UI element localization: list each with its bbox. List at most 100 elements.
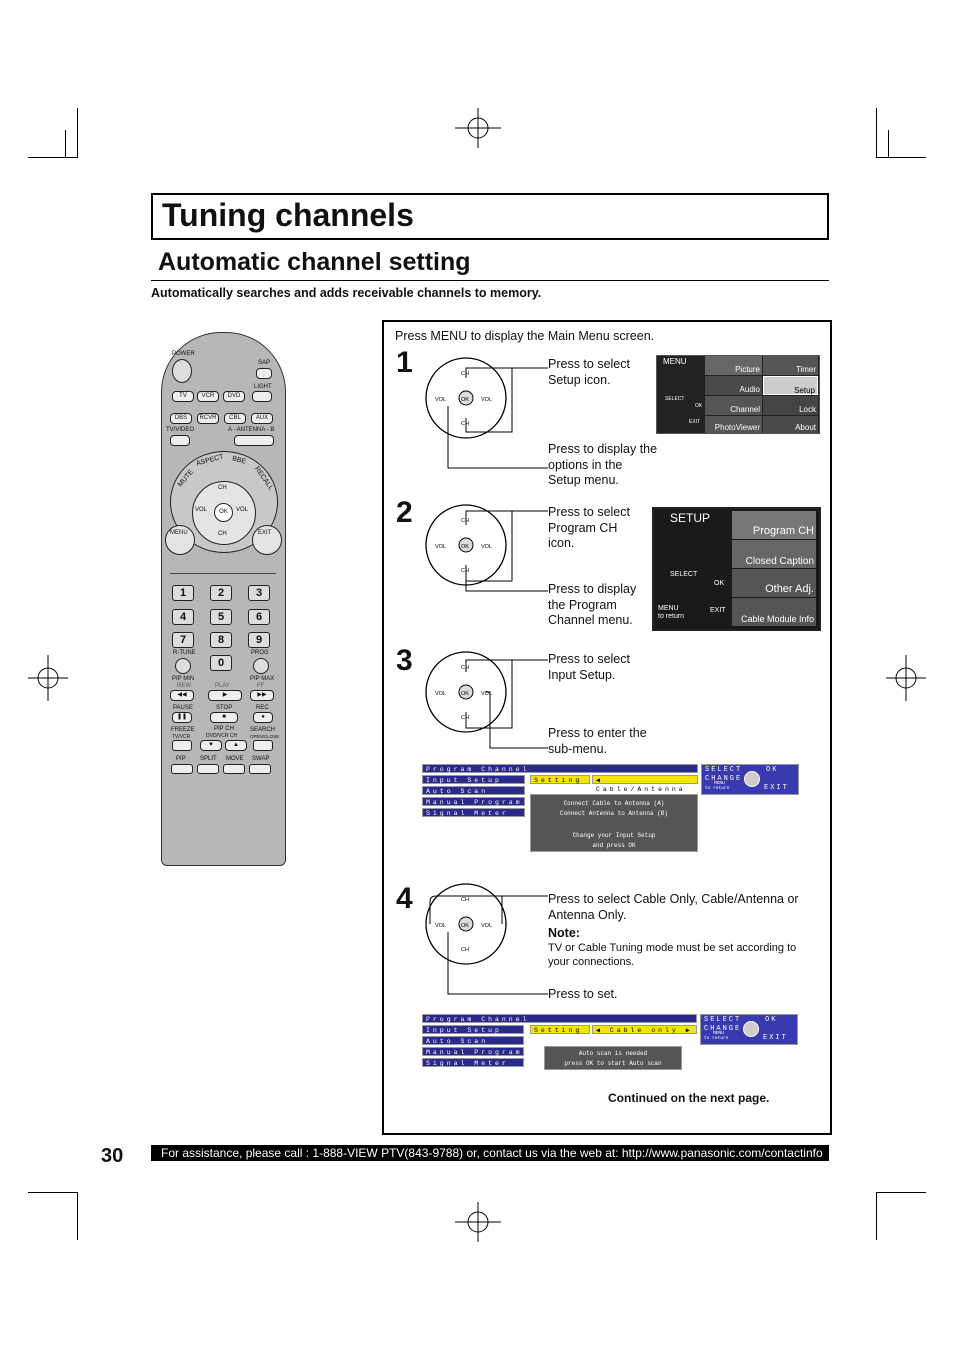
rcvr-button[interactable]: RCVR <box>197 413 219 424</box>
menu-button[interactable] <box>165 525 195 555</box>
digit-6-button[interactable]: 6 <box>248 609 270 625</box>
timer-tile[interactable]: Timer <box>763 356 818 375</box>
digit-4-button[interactable]: 4 <box>172 609 194 625</box>
dbs-button[interactable]: DBS <box>170 413 192 424</box>
channel-tile[interactable]: Channel <box>705 396 762 415</box>
tvvideo-button[interactable] <box>170 435 190 446</box>
vcr-button[interactable]: VCR <box>197 391 219 402</box>
osd-help-box: SELECT OK CHANGE MENU to return EXIT <box>701 764 799 795</box>
lock-tile[interactable]: Lock <box>763 396 818 415</box>
help-to-return: to return <box>704 1036 729 1041</box>
main-menu-screenshot: MENU SELECT OK EXIT Picture Timer Audio … <box>656 355 820 434</box>
step-number: 1 <box>396 346 413 379</box>
audio-label: Audio <box>739 385 760 394</box>
closed-caption-label: Closed Caption <box>745 556 814 567</box>
closed-caption-tile[interactable]: Closed Caption <box>732 540 816 568</box>
exit-button[interactable] <box>252 525 282 555</box>
cbl-button[interactable]: CBL <box>224 413 246 424</box>
move-button[interactable] <box>223 764 245 774</box>
osd-row-input-setup[interactable]: Input Setup <box>422 775 525 784</box>
light-label: LIGHT <box>254 384 272 390</box>
digit-5-button[interactable]: 5 <box>210 609 232 625</box>
direction-pad[interactable] <box>192 481 256 545</box>
osd-row-manual-program[interactable]: Manual Program <box>422 1047 524 1056</box>
osd-row-auto-scan[interactable]: Auto Scan <box>422 1036 524 1045</box>
svg-text:VOL: VOL <box>435 691 446 697</box>
play-icon[interactable]: ▶ <box>208 690 242 701</box>
vol-left-label: VOL <box>195 507 208 513</box>
setup-label: Setup <box>794 386 815 395</box>
footer-bar: For assistance, please call : 1-888-VIEW… <box>151 1145 829 1161</box>
pause-icon[interactable]: ❚❚ <box>172 712 192 723</box>
split-button[interactable] <box>197 764 219 774</box>
prog-button[interactable] <box>253 658 269 674</box>
osd-value-text: Cable/Antenna <box>596 786 686 793</box>
help-ok: OK <box>766 766 779 774</box>
osd-setting-value[interactable]: ◀ Cable only ▶ <box>592 1025 697 1034</box>
antenna-button[interactable] <box>234 435 274 446</box>
exit-label: EXIT <box>689 419 701 425</box>
ok-button[interactable]: OK <box>214 503 233 522</box>
digit-0-button[interactable]: 0 <box>210 655 232 671</box>
osd-row-manual-program[interactable]: Manual Program <box>422 797 525 806</box>
cable-module-info-tile[interactable]: Cable Module Info <box>732 598 816 626</box>
osd-row-program-channel[interactable]: Program Channel <box>422 764 698 773</box>
ch-down-label: CH <box>218 531 227 537</box>
digit-7-button[interactable]: 7 <box>172 632 194 648</box>
pip-button[interactable] <box>171 764 193 774</box>
channel-label: Channel <box>730 405 760 414</box>
dvdvcrch-label: DVD/VCR CH <box>206 733 238 739</box>
osd-row-auto-scan[interactable]: Auto Scan <box>422 786 525 795</box>
intro-text: Automatically searches and adds receivab… <box>151 286 542 300</box>
osd-row-program-channel[interactable]: Program Channel <box>422 1014 697 1023</box>
search-button[interactable] <box>253 740 273 751</box>
stop-icon[interactable]: ■ <box>210 712 238 723</box>
digit-2-button[interactable]: 2 <box>210 585 232 601</box>
digit-3-button[interactable]: 3 <box>248 585 270 601</box>
pause-label: PAUSE <box>173 705 193 711</box>
tv-button[interactable]: TV <box>172 391 194 402</box>
osd-setting-value[interactable]: ◀ Cable/Antenna ▶ <box>592 775 698 802</box>
step-number: 4 <box>396 882 413 915</box>
crop-mark <box>28 1192 78 1193</box>
osd-info-box: Auto scan is needed press OK to start Au… <box>544 1046 682 1070</box>
power-button[interactable] <box>172 359 192 383</box>
osd-row-signal-meter[interactable]: Signal Meter <box>422 1058 524 1067</box>
tvvideo-label: TV/VIDEO <box>166 427 195 433</box>
ok-label: OK <box>695 403 703 409</box>
rtune-button[interactable] <box>175 658 191 674</box>
aux-button[interactable]: AUX <box>251 413 273 424</box>
about-tile[interactable]: About <box>763 416 818 433</box>
program-ch-tile[interactable]: Program CH <box>732 511 816 539</box>
light-button[interactable] <box>252 391 272 402</box>
dvd-button[interactable]: DVD <box>223 391 245 402</box>
photoviewer-tile[interactable]: PhotoViewer <box>705 416 762 433</box>
sap-button[interactable] <box>256 368 272 379</box>
svg-text:CH: CH <box>461 665 469 671</box>
note-label: Note: <box>548 926 580 940</box>
crop-mark <box>888 130 889 158</box>
move-label: MOVE <box>226 756 244 762</box>
continued-text: Continued on the next page. <box>608 1091 770 1105</box>
section-heading: Automatic channel setting <box>158 248 471 276</box>
panel-intro: Press MENU to display the Main Menu scre… <box>395 329 655 343</box>
svg-text:VOL: VOL <box>435 923 446 929</box>
svg-text:VOL: VOL <box>481 397 492 403</box>
record-icon[interactable]: ● <box>253 712 273 723</box>
digit-8-button[interactable]: 8 <box>210 632 232 648</box>
osd-row-input-setup[interactable]: Input Setup <box>422 1025 524 1034</box>
osd-row-signal-meter[interactable]: Signal Meter <box>422 808 525 817</box>
picture-tile[interactable]: Picture <box>705 356 762 375</box>
setup-tile[interactable]: Setup <box>763 376 818 395</box>
other-adj-tile[interactable]: Other Adj. <box>732 569 816 597</box>
digit-1-button[interactable]: 1 <box>172 585 194 601</box>
audio-tile[interactable]: Audio <box>705 376 762 395</box>
digit-9-button[interactable]: 9 <box>248 632 270 648</box>
rewind-icon[interactable]: ◀◀ <box>170 690 194 701</box>
fast-forward-icon[interactable]: ▶▶ <box>250 690 274 701</box>
swap-button[interactable] <box>249 764 271 774</box>
chevron-down-icon[interactable]: ▼ <box>200 740 222 751</box>
remote-pad-diagram: OK CH CH VOL VOL <box>425 357 548 469</box>
freeze-button[interactable] <box>172 740 192 751</box>
chevron-up-icon[interactable]: ▲ <box>225 740 247 751</box>
